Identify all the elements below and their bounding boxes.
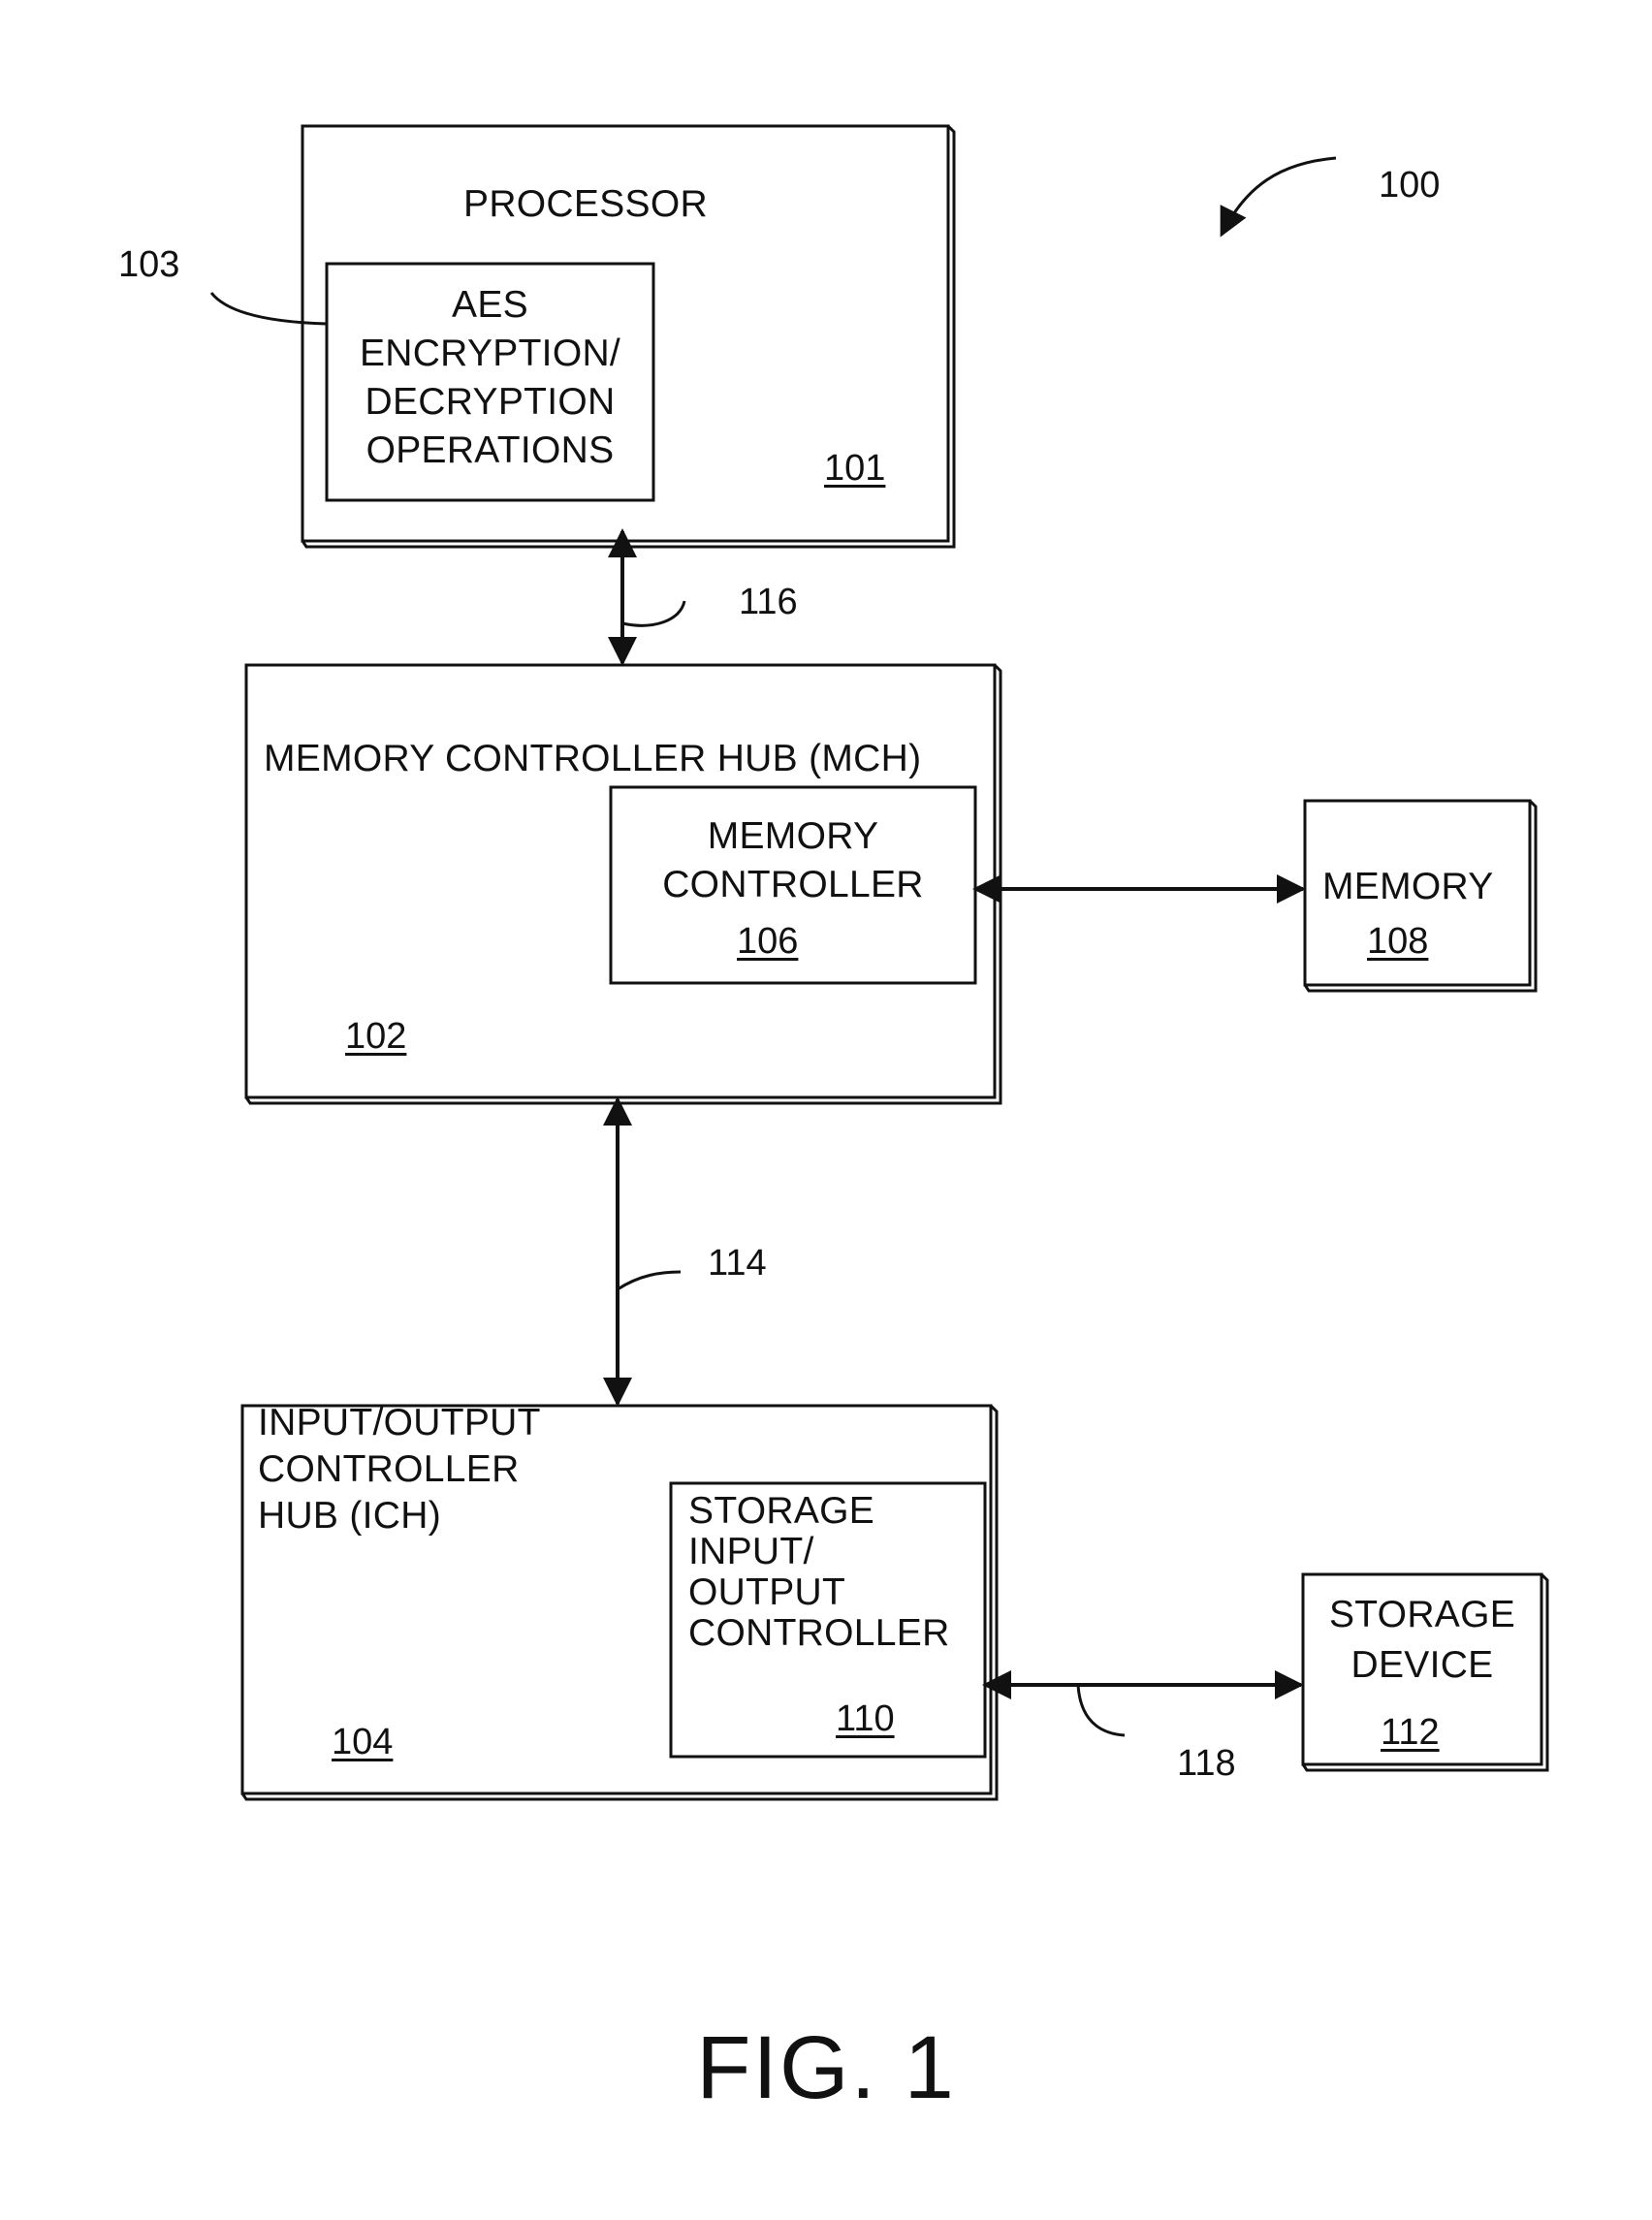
- storage-io-line-2: INPUT/: [688, 1532, 950, 1572]
- ich-line-3: HUB (ICH): [258, 1493, 541, 1539]
- aes-line-1: AES: [327, 281, 653, 330]
- figure-ref-arrow: [1222, 158, 1336, 235]
- storage-device-line-2: DEVICE: [1303, 1640, 1541, 1691]
- ich-line-1: INPUT/OUTPUT: [258, 1400, 541, 1446]
- storage-device-ref: 112: [1381, 1710, 1440, 1755]
- storage-io-line-1: STORAGE: [688, 1491, 950, 1532]
- leader-118: [1078, 1685, 1125, 1735]
- aes-line-2: ENCRYPTION/: [327, 330, 653, 378]
- storage-io-ref: 110: [836, 1697, 895, 1741]
- memory-title: MEMORY: [1322, 863, 1494, 911]
- storage-io-line-3: OUTPUT: [688, 1572, 950, 1613]
- figure-title: FIG. 1: [0, 2014, 1652, 2121]
- leader-116: [622, 601, 684, 625]
- memory-controller-label: MEMORY CONTROLLER: [611, 812, 975, 909]
- memory-controller-line-2: CONTROLLER: [611, 861, 975, 909]
- memory-controller-line-1: MEMORY: [611, 812, 975, 861]
- processor-ref: 101: [824, 446, 885, 491]
- bus-118-label: 118: [1177, 1741, 1236, 1786]
- mch-ref: 102: [345, 1014, 406, 1059]
- memory-controller-ref: 106: [737, 919, 798, 964]
- bus-116-label: 116: [739, 580, 798, 624]
- storage-io-label: STORAGE INPUT/ OUTPUT CONTROLLER: [688, 1491, 950, 1654]
- storage-device-line-1: STORAGE: [1303, 1590, 1541, 1640]
- aes-line-3: DECRYPTION: [327, 378, 653, 427]
- figure-ref: 100: [1379, 163, 1440, 207]
- memory-ref: 108: [1367, 919, 1428, 964]
- ich-label: INPUT/OUTPUT CONTROLLER HUB (ICH): [258, 1400, 541, 1539]
- ich-line-2: CONTROLLER: [258, 1446, 541, 1493]
- processor-title: PROCESSOR: [463, 180, 708, 229]
- mch-title: MEMORY CONTROLLER HUB (MCH): [264, 735, 921, 783]
- bus-114-label: 114: [708, 1241, 767, 1285]
- aes-ref: 103: [118, 242, 179, 287]
- ich-ref: 104: [332, 1720, 393, 1764]
- storage-io-line-4: CONTROLLER: [688, 1613, 950, 1654]
- aes-line-4: OPERATIONS: [327, 427, 653, 475]
- leader-114: [618, 1272, 681, 1289]
- storage-device-label: STORAGE DEVICE: [1303, 1590, 1541, 1691]
- aes-label: AES ENCRYPTION/ DECRYPTION OPERATIONS: [327, 281, 653, 475]
